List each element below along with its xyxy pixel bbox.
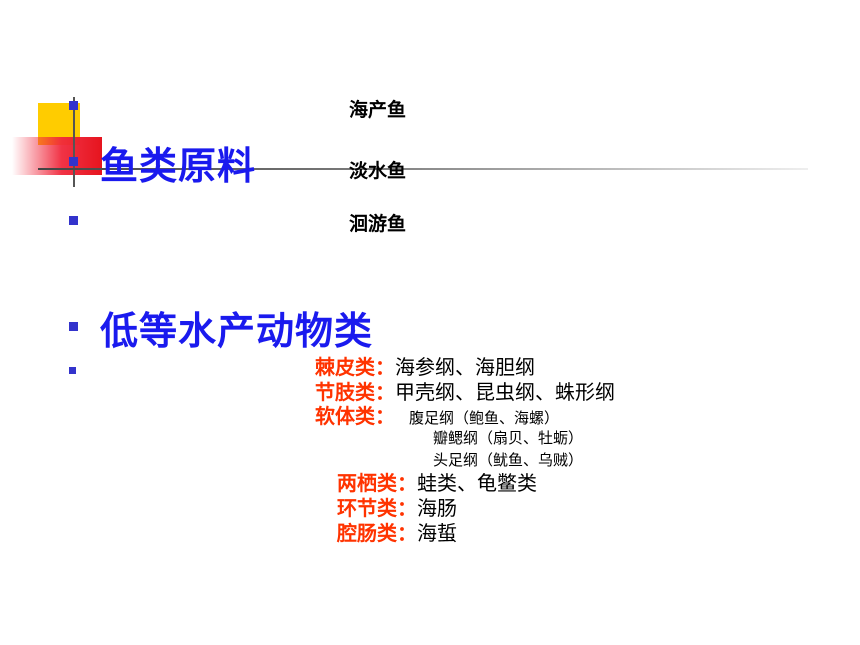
- category-name: 棘皮类：: [315, 355, 395, 379]
- category-desc: 海参纲、海胆纲: [395, 355, 535, 379]
- category-row: 棘皮类：海参纲、海胆纲: [315, 355, 615, 380]
- category-name: 环节类：: [337, 496, 417, 520]
- category-row: 节肢类：甲壳纲、昆虫纲、蛛形纲: [315, 380, 615, 405]
- category-list: 棘皮类：海参纲、海胆纲 节肢类：甲壳纲、昆虫纲、蛛形纲 软体类： 腹足纲（鲍鱼、海…: [315, 355, 615, 546]
- decor-horizontal-line: [38, 168, 808, 170]
- category-name: 两栖类：: [337, 471, 417, 495]
- category-desc: 海蜇: [417, 521, 457, 545]
- bullet-icon: [69, 101, 78, 110]
- category-row: 两栖类：蛙类、龟鳖类: [315, 471, 615, 496]
- bullet-icon: [69, 157, 78, 166]
- fish-type-freshwater: 淡水鱼: [349, 160, 407, 182]
- bullet-icon: [69, 216, 78, 225]
- category-desc: 蛙类、龟鳖类: [417, 471, 537, 495]
- decor-vertical-line: [73, 97, 75, 187]
- category-sub-item: 头足纲（鱿鱼、乌贼）: [433, 451, 584, 469]
- bullet-icon: [69, 322, 78, 331]
- category-row: 软体类： 腹足纲（鲍鱼、海螺）: [315, 405, 615, 427]
- category-sub-item: 腹足纲（鲍鱼、海螺）: [409, 409, 560, 427]
- category-sub-row: 头足纲（鱿鱼、乌贼）: [315, 449, 615, 471]
- category-row: 腔肠类：海蜇: [315, 521, 615, 546]
- fish-title: 鱼类原料: [100, 144, 257, 188]
- fish-type-sea: 海产鱼: [349, 99, 407, 121]
- category-desc: 甲壳纲、昆虫纲、蛛形纲: [395, 380, 615, 404]
- category-desc: 海肠: [417, 496, 457, 520]
- category-sub-item: 瓣鳃纲（扇贝、牡蛎）: [433, 429, 584, 447]
- bullet-icon: [69, 367, 76, 374]
- category-name: 腔肠类：: [337, 521, 417, 545]
- invert-title: 低等水产动物类: [100, 309, 374, 353]
- category-sub-row: 瓣鳃纲（扇贝、牡蛎）: [315, 427, 615, 449]
- category-name: 软体类：: [315, 404, 395, 428]
- fish-type-migratory: 洄游鱼: [349, 213, 407, 235]
- category-name: 节肢类：: [315, 380, 395, 404]
- category-row: 环节类：海肠: [315, 496, 615, 521]
